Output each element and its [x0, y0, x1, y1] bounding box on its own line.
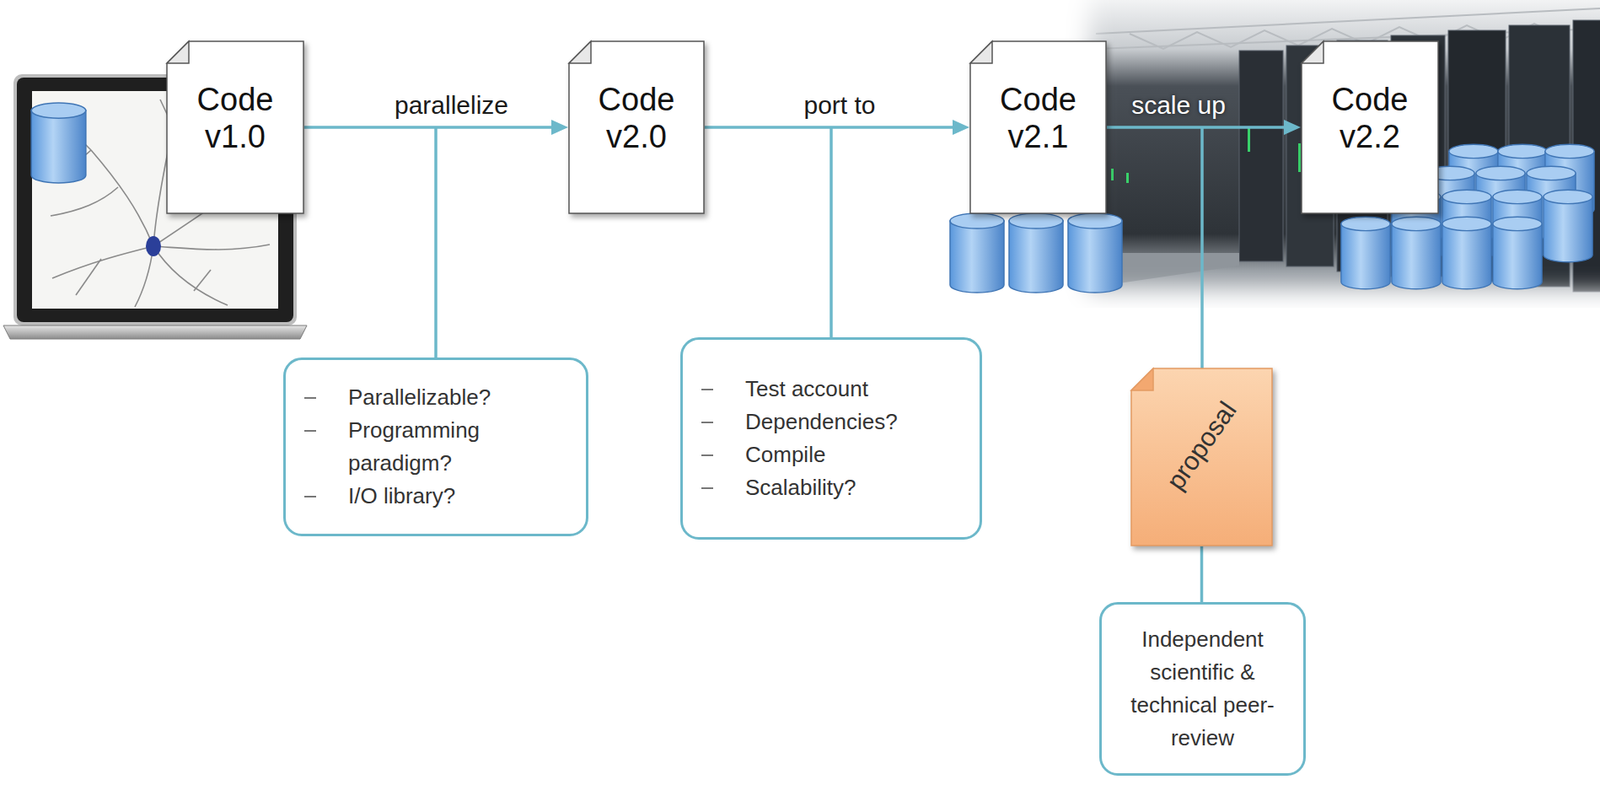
dendrite	[52, 246, 154, 279]
node-content: Independent scientific & technical peer-…	[1116, 622, 1289, 755]
node-content: Code v2.0	[583, 81, 690, 156]
node-text: Programming paradigm?	[348, 413, 570, 480]
node-text: Scalability?	[745, 471, 963, 505]
node-text: Compile	[745, 438, 963, 472]
bullet-dash	[304, 429, 317, 432]
dendrite	[50, 187, 119, 216]
code-document: Code v1.0	[166, 40, 305, 215]
node-text: Code v2.0	[583, 81, 690, 156]
database-cylinder	[1492, 216, 1542, 289]
node-text: Code v2.1	[984, 81, 1092, 156]
rack	[1239, 50, 1284, 262]
green-light	[1298, 143, 1301, 172]
database-cylinder	[1391, 216, 1441, 289]
document-body	[1131, 368, 1273, 546]
green-light	[1126, 172, 1129, 183]
callout-box: Parallelizable?Programming paradigm?I/O …	[283, 357, 589, 537]
server-racks	[1095, 20, 1600, 292]
database-cylinder	[1543, 189, 1593, 262]
list-item: Programming paradigm?	[304, 413, 570, 480]
database-cylinder	[950, 213, 1005, 293]
callout-stem	[829, 127, 833, 339]
green-light	[1111, 168, 1114, 181]
callout-box: Independent scientific & technical peer-…	[1099, 601, 1306, 776]
bullet-dash	[701, 487, 714, 489]
green-light	[1247, 126, 1251, 152]
document-body	[569, 41, 704, 214]
node-text: Test account	[745, 372, 963, 406]
document-body	[970, 41, 1107, 214]
node-content: Code v2.2	[1315, 81, 1424, 156]
room-background	[1062, 0, 1600, 308]
flow-arrow	[1106, 125, 1291, 129]
laptop-base	[3, 325, 307, 339]
bullet-dash	[304, 397, 317, 399]
database-cylinder	[31, 102, 86, 183]
dendrite	[153, 244, 270, 250]
folded-corner	[1301, 41, 1324, 64]
code-document: Code v2.2	[1300, 40, 1439, 215]
dendrite	[75, 258, 102, 296]
node-text: I/O library?	[348, 479, 570, 513]
database-cylinder	[1341, 216, 1391, 289]
neuron-soma	[145, 236, 162, 257]
bullet-dash	[701, 454, 714, 457]
bullet-dash	[701, 388, 714, 391]
folded-corner	[970, 41, 993, 64]
node-content: Code v1.0	[181, 81, 290, 156]
database-cylinder	[1068, 213, 1123, 293]
flow-arrow	[1200, 546, 1204, 602]
folded-corner	[166, 41, 189, 64]
dendrite	[91, 150, 154, 247]
edge-label: port to	[803, 90, 876, 121]
flow-arrow	[304, 125, 559, 129]
edge-label: scale up	[1131, 90, 1226, 121]
node-content: Parallelizable?Programming paradigm?I/O …	[304, 381, 570, 513]
bullet-dash	[701, 421, 714, 424]
storage-group	[950, 213, 1123, 293]
list-item: Parallelizable?	[304, 381, 570, 414]
folded-corner	[1131, 368, 1154, 391]
code-document: Code v2.0	[568, 40, 705, 215]
bullet-dash	[304, 495, 317, 498]
dendrite	[193, 269, 211, 291]
callout-stem	[434, 127, 438, 359]
code-document: Code v2.1	[969, 40, 1107, 215]
axon	[153, 246, 228, 306]
edge-label: parallelize	[394, 90, 509, 121]
proposal-document: proposal	[1130, 367, 1273, 547]
callout-stem	[1200, 127, 1204, 369]
database-cylinder	[1009, 213, 1064, 293]
node-text: Dependencies?	[745, 405, 963, 439]
list-item: I/O library?	[304, 479, 570, 513]
node-text: Code v1.0	[181, 81, 290, 156]
node-content: proposal	[1151, 430, 1252, 462]
node-content: Test accountDependencies?CompileScalabil…	[701, 372, 963, 505]
list-item: Compile	[701, 438, 963, 472]
callout-box: Test accountDependencies?CompileScalabil…	[680, 337, 983, 540]
document-body	[1301, 41, 1439, 214]
node-text: Parallelizable?	[348, 381, 570, 414]
list-item: Test account	[701, 372, 963, 406]
list-item: Scalability?	[701, 471, 963, 505]
supercomputer-photo	[1062, 0, 1600, 308]
folded-corner	[569, 41, 591, 64]
database-cylinder	[1442, 216, 1492, 289]
list-item: Dependencies?	[701, 405, 963, 439]
node-content: Code v2.1	[984, 81, 1092, 156]
flow-arrow	[704, 125, 960, 129]
node-text: Independent scientific & technical peer-…	[1116, 622, 1289, 755]
node-text: Code v2.2	[1315, 81, 1424, 156]
document-body	[166, 41, 304, 214]
